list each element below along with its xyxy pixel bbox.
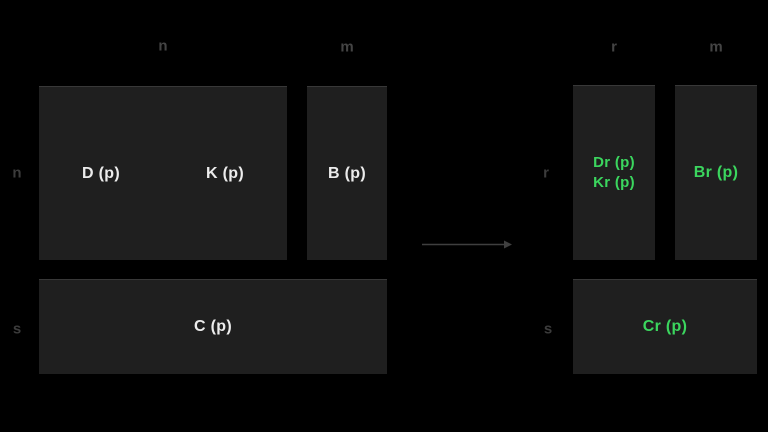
matrix-label-cr: Cr (p) [642, 318, 688, 335]
dim-label-m-top-right: m [709, 38, 723, 56]
dim-label-m-top-left: m [340, 38, 354, 56]
matrix-block-dr-kr: Dr (p) Kr (p) [573, 85, 655, 260]
matrix-block-dk: D (p) K (p) [39, 86, 287, 260]
dim-label-n-side: n [12, 164, 22, 182]
dim-label-s-side-right: s [543, 320, 553, 338]
matrix-label-c: C (p) [194, 318, 232, 335]
transform-arrow-icon [422, 240, 512, 249]
matrix-label-b: B (p) [328, 164, 366, 182]
matrix-label-dr: Dr (p) [593, 154, 635, 171]
matrix-block-cr: Cr (p) [573, 279, 757, 374]
dim-label-s-side-left: s [12, 320, 22, 338]
matrix-block-c: C (p) [39, 279, 387, 374]
dim-label-r-side: r [543, 164, 549, 182]
matrix-label-d: D (p) [82, 164, 120, 182]
matrix-block-b: B (p) [307, 86, 387, 260]
dim-label-r-top: r [611, 38, 617, 56]
matrix-label-br: Br (p) [693, 164, 739, 181]
dim-label-n-top: n [158, 37, 168, 55]
matrix-label-kr: Kr (p) [593, 174, 635, 191]
matrix-block-br: Br (p) [675, 85, 757, 260]
matrix-label-k: K (p) [206, 164, 244, 182]
